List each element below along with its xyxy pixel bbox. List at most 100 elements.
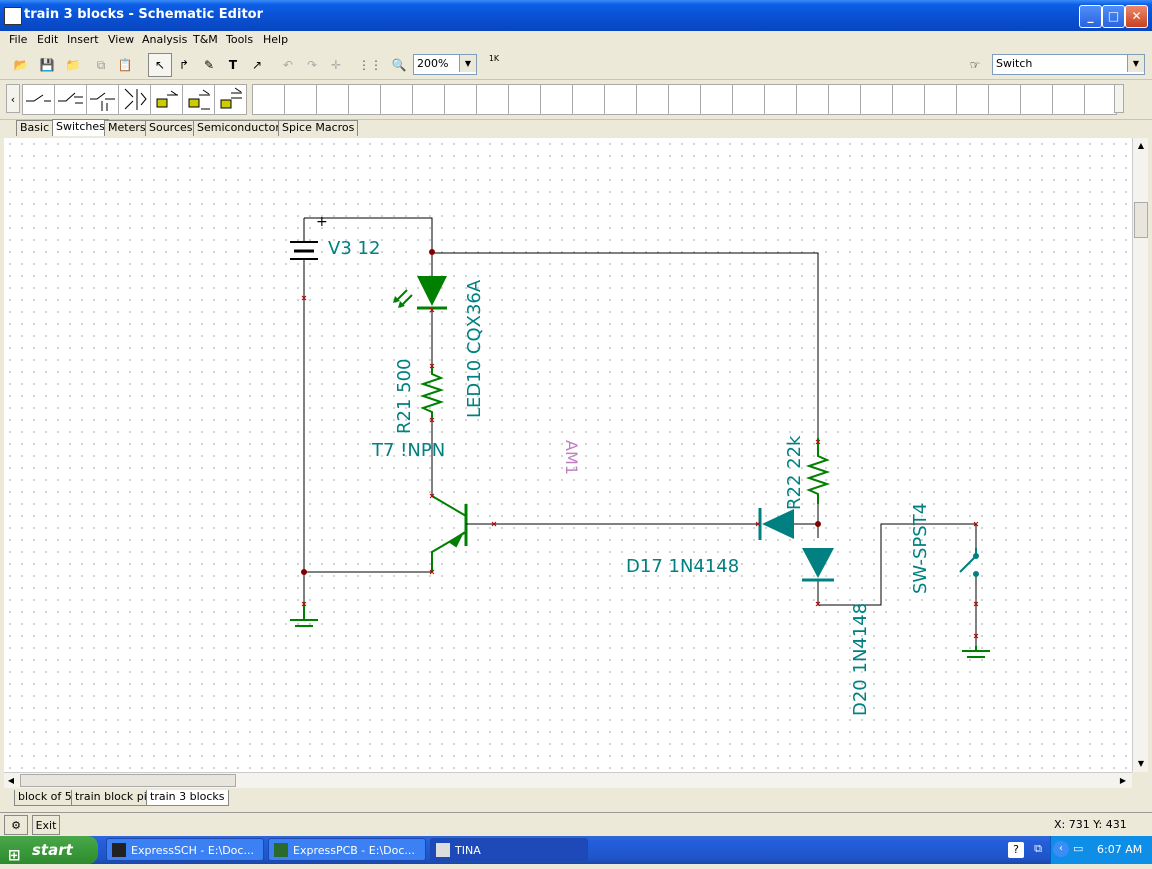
meter-icon[interactable]: 1K — [482, 53, 506, 77]
palette-switch-1[interactable] — [22, 84, 55, 115]
label-tool-icon[interactable]: ↗ — [245, 53, 269, 77]
pencil-icon[interactable]: ✎ — [197, 53, 221, 77]
app-icon[interactable] — [4, 7, 22, 25]
tab-semiconductors[interactable]: Semiconductors — [193, 120, 290, 136]
menu-help[interactable]: Help — [263, 33, 289, 46]
menu-file[interactable]: File — [9, 33, 28, 46]
exit-icon[interactable]: ⚙ — [4, 815, 28, 835]
exit-button[interactable]: Exit — [32, 815, 60, 835]
palette-empty-cell[interactable] — [892, 84, 925, 115]
palette-empty-cell[interactable] — [828, 84, 861, 115]
palette-switch-4[interactable] — [118, 84, 151, 115]
doc-tab-block-of-5[interactable]: block of 5 — [14, 790, 76, 806]
diode-d20[interactable] — [802, 548, 834, 582]
palette-relay-1[interactable] — [150, 84, 183, 115]
open-folder-icon[interactable]: 📂 — [9, 53, 33, 77]
help-icon[interactable]: ? — [1008, 842, 1024, 858]
tab-meters[interactable]: Meters — [104, 120, 150, 136]
palette-empty-cell[interactable] — [860, 84, 893, 115]
palette-empty-cell[interactable] — [988, 84, 1021, 115]
palette-scroll-left-icon[interactable]: ‹ — [6, 84, 20, 113]
tab-switches[interactable]: Switches — [52, 119, 109, 136]
scroll-right-icon[interactable]: ▶ — [1119, 776, 1127, 785]
led-led10[interactable] — [393, 251, 447, 310]
palette-empty-cell[interactable] — [796, 84, 829, 115]
palette-empty-cell[interactable] — [732, 84, 765, 115]
grid-icon[interactable]: ⋮⋮ — [357, 53, 382, 77]
horizontal-scroll-thumb[interactable] — [20, 774, 236, 787]
schematic-canvas[interactable]: + V3 12 LED10 CQX36A R21 500 T7 !NPN AM1… — [4, 138, 1132, 772]
menu-analysis[interactable]: Analysis — [142, 33, 188, 46]
tray-expand-icon[interactable]: ‹ — [1053, 841, 1069, 857]
maximize-button[interactable]: □ — [1102, 5, 1125, 28]
task-tina[interactable]: TINA — [430, 838, 588, 861]
redo-icon[interactable]: ↷ — [300, 53, 324, 77]
palette-empty-cell[interactable] — [252, 84, 285, 115]
palette-empty-cell[interactable] — [1084, 84, 1117, 115]
restore-icon[interactable]: ⧉ — [1034, 842, 1042, 855]
menu-edit[interactable]: Edit — [37, 33, 59, 46]
wire-tool-icon[interactable]: ↱ — [172, 53, 196, 77]
chevron-down-icon[interactable]: ▼ — [1127, 55, 1144, 72]
switch-sw-spst4[interactable] — [959, 548, 979, 577]
palette-empty-cell[interactable] — [764, 84, 797, 115]
menu-view[interactable]: View — [108, 33, 135, 46]
select-arrow-icon[interactable]: ↖ — [148, 53, 172, 77]
palette-switch-2[interactable] — [54, 84, 87, 115]
palette-empty-cell[interactable] — [1020, 84, 1053, 115]
palette-empty-cell[interactable] — [316, 84, 349, 115]
menu-insert[interactable]: Insert — [67, 33, 99, 46]
horizontal-scrollbar[interactable]: ◀ ▶ — [4, 772, 1132, 788]
tab-sources[interactable]: Sources — [145, 120, 197, 136]
save-icon[interactable]: 💾 — [35, 53, 59, 77]
vertical-scrollbar[interactable]: ▲ ▼ — [1132, 138, 1148, 772]
resistor-r22[interactable] — [805, 438, 831, 504]
zoom-icon[interactable]: 🔍 — [387, 53, 411, 77]
palette-relay-2[interactable] — [182, 84, 215, 115]
component-select[interactable]: Switch ▼ — [992, 54, 1145, 75]
copy-icon[interactable]: ⧉ — [89, 53, 113, 77]
menu-tm[interactable]: T&M — [193, 33, 218, 46]
task-expresspcb[interactable]: ExpressPCB - E:\Doc... — [268, 838, 426, 861]
task-expresssch[interactable]: ExpressSCH - E:\Doc... — [106, 838, 264, 861]
palette-empty-cell[interactable] — [700, 84, 733, 115]
chevron-down-icon[interactable]: ▼ — [459, 55, 476, 72]
palette-empty-cell[interactable] — [540, 84, 573, 115]
palette-empty-cell[interactable] — [476, 84, 509, 115]
scroll-left-icon[interactable]: ◀ — [7, 776, 15, 785]
palette-empty-cell[interactable] — [412, 84, 445, 115]
start-button[interactable]: ⊞ start — [0, 836, 98, 864]
paste-icon[interactable]: 📋 — [113, 53, 137, 77]
palette-empty-cell[interactable] — [924, 84, 957, 115]
battery-v3[interactable] — [290, 218, 318, 266]
palette-empty-cell[interactable] — [604, 84, 637, 115]
palette-empty-cell[interactable] — [956, 84, 989, 115]
palette-relay-3[interactable] — [214, 84, 247, 115]
scroll-up-icon[interactable]: ▲ — [1137, 141, 1145, 150]
zoom-select[interactable]: 200% ▼ — [413, 54, 477, 75]
clock[interactable]: 6:07 AM — [1097, 843, 1143, 856]
palette-switch-3[interactable] — [86, 84, 119, 115]
palette-empty-cell[interactable] — [668, 84, 701, 115]
minimize-button[interactable]: _ — [1079, 5, 1102, 28]
palette-empty-cell[interactable] — [1052, 84, 1085, 115]
text-tool-icon[interactable]: T — [221, 53, 245, 77]
doc-tab-train-3-blocks[interactable]: train 3 blocks — [146, 790, 229, 806]
diode-d17[interactable] — [758, 508, 794, 540]
transistor-t7[interactable] — [431, 495, 494, 572]
doc-tab-train-block-pic[interactable]: train block pic — [71, 790, 157, 806]
palette-empty-cell[interactable] — [636, 84, 669, 115]
open-icon[interactable]: 📁 — [61, 53, 85, 77]
undo-icon[interactable]: ↶ — [276, 53, 300, 77]
vertical-scroll-thumb[interactable] — [1134, 202, 1148, 238]
tab-spice-macros[interactable]: Spice Macros — [278, 120, 359, 136]
menu-tools[interactable]: Tools — [226, 33, 254, 46]
palette-empty-cell[interactable] — [508, 84, 541, 115]
network-icon[interactable]: ▭ — [1073, 842, 1084, 855]
scroll-down-icon[interactable]: ▼ — [1137, 759, 1145, 768]
palette-scroll-right-icon[interactable] — [1114, 84, 1124, 113]
close-button[interactable]: ✕ — [1125, 5, 1148, 28]
palette-empty-cell[interactable] — [444, 84, 477, 115]
component-hand-icon[interactable]: ☞ — [963, 53, 987, 77]
palette-empty-cell[interactable] — [380, 84, 413, 115]
